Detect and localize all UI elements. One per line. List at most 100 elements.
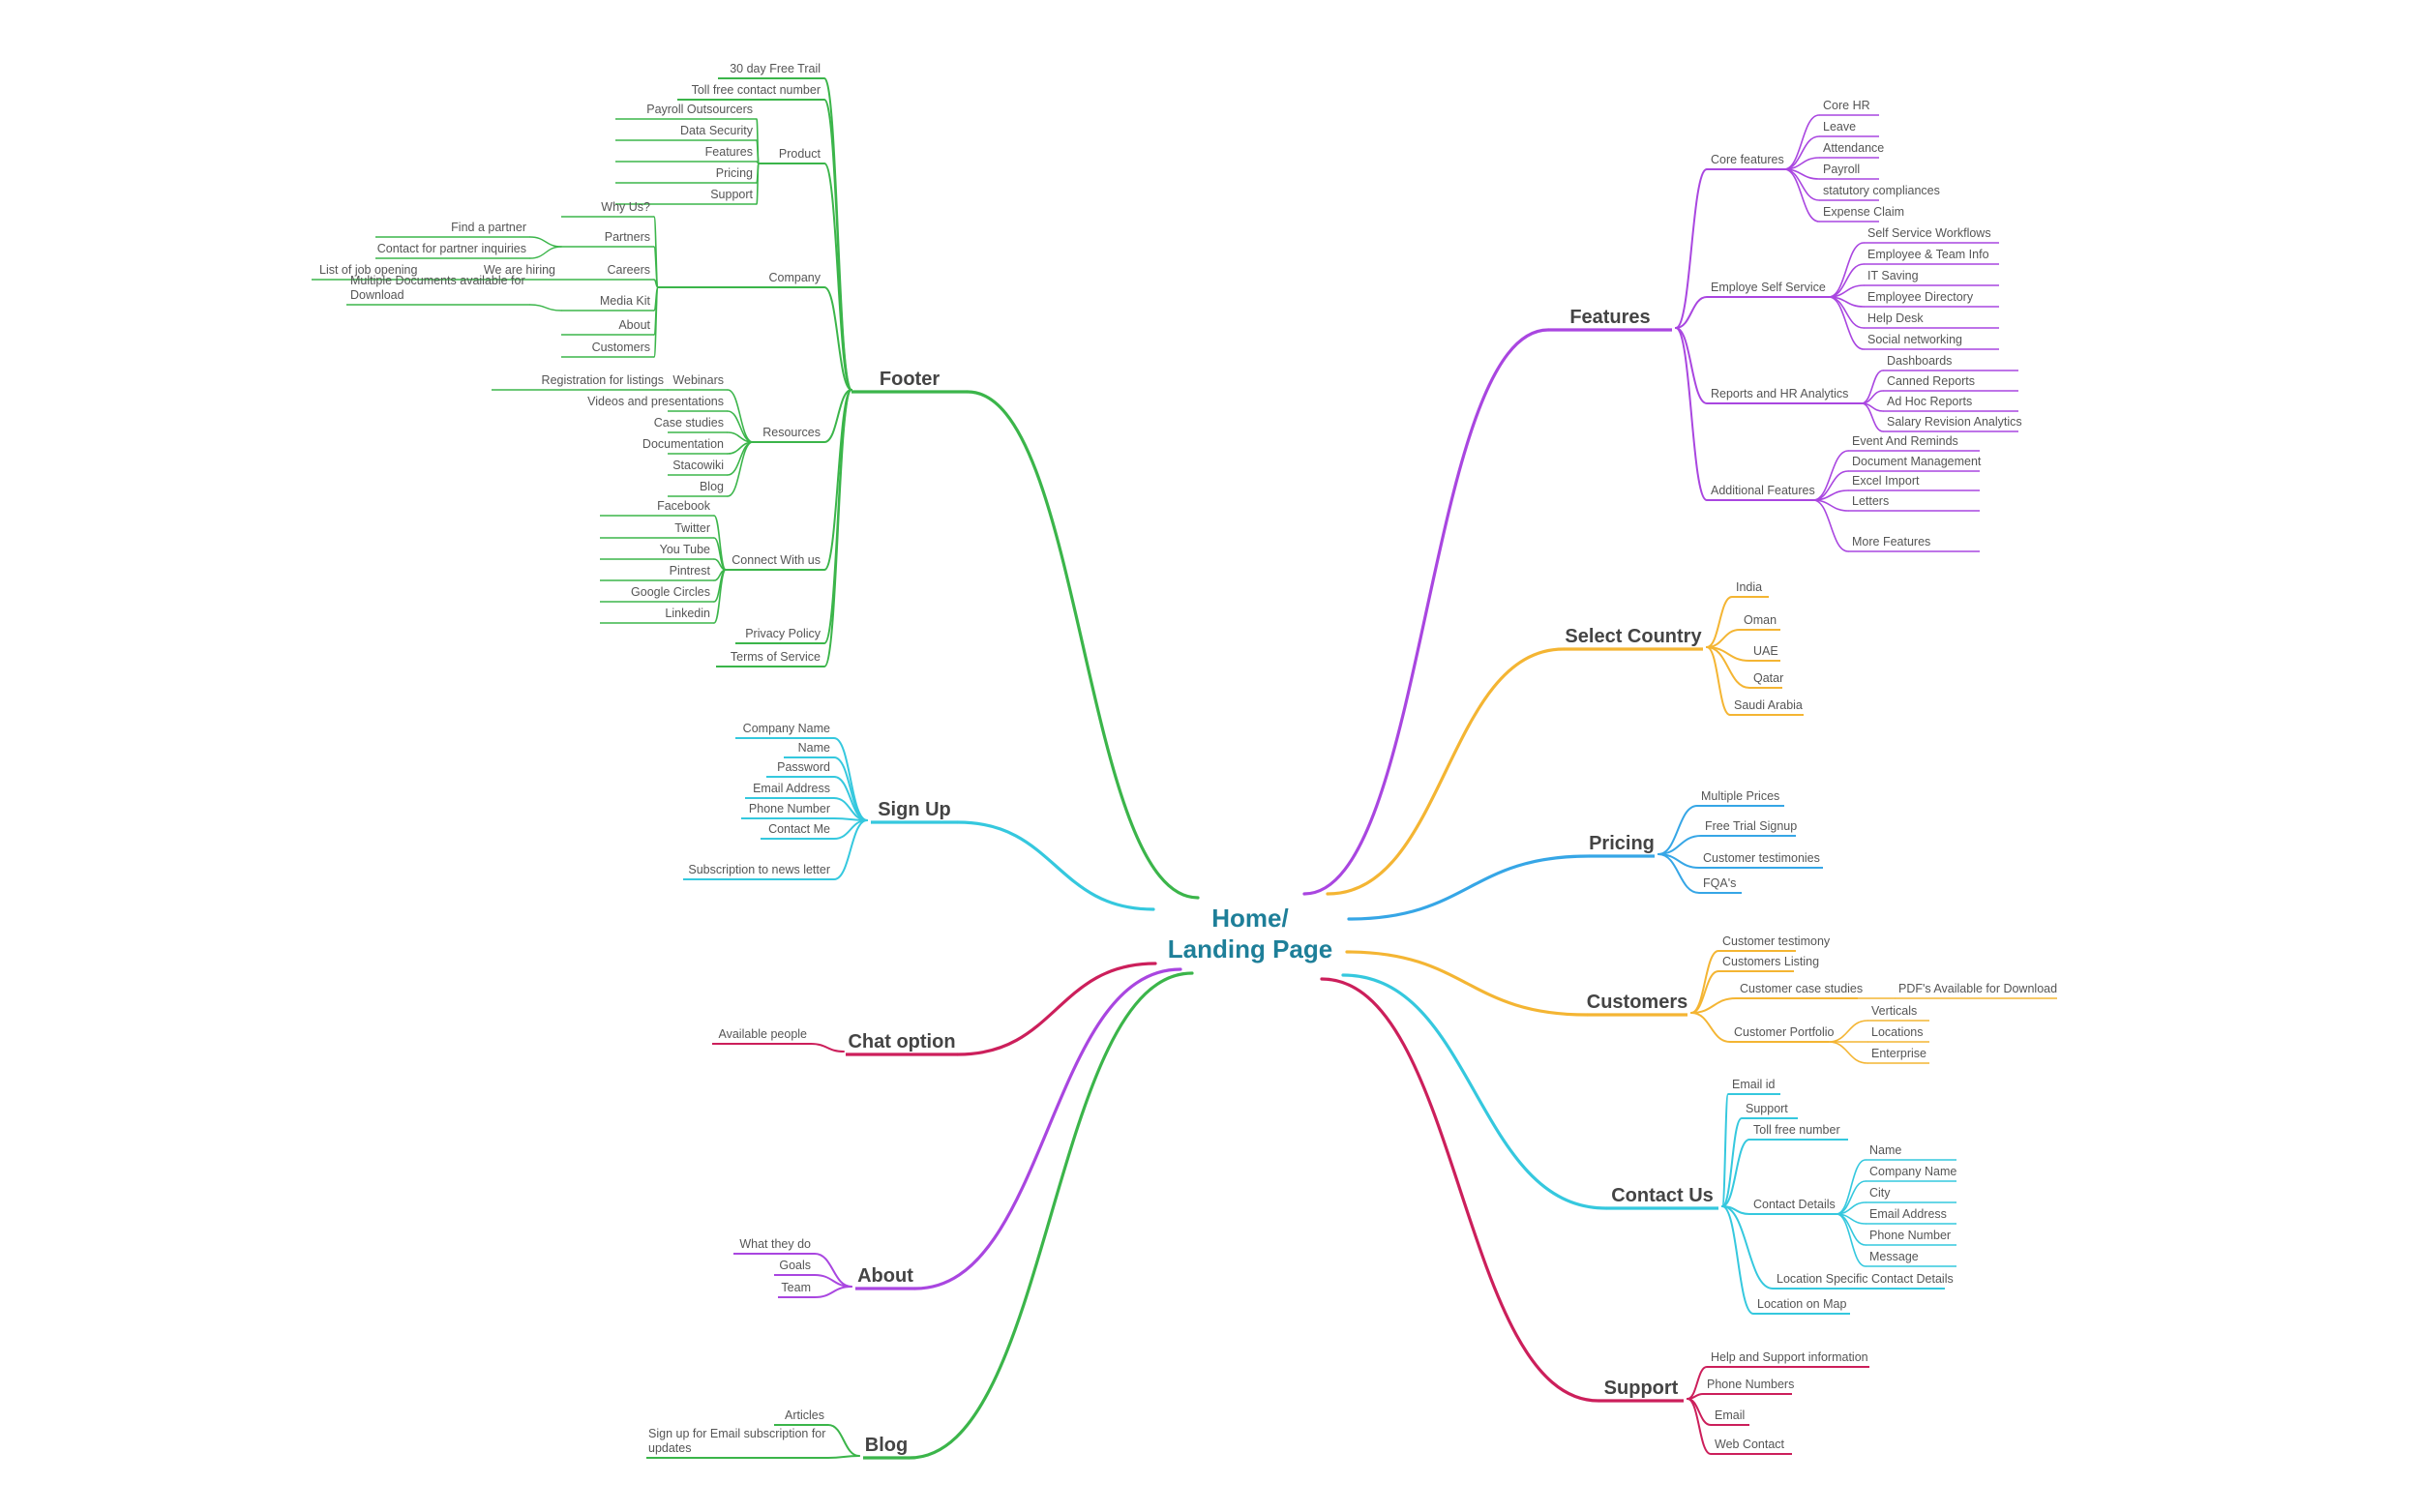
branch-sign-up-item-subscription-to-news-letter-label[interactable]: Subscription to news letter [688,863,830,876]
branch-footer-item-company-sub-media-kit-sub-multiple-documents-available-for-label[interactable]: Multiple Documents available for [350,274,525,287]
branch-features-item-additional-features-sub-document-management-label[interactable]: Document Management [1852,455,1982,468]
branch-features-item-employe-self-service-sub-employee-team-info-label[interactable]: Employee & Team Info [1867,248,1989,261]
branch-footer-item-company-sub-careers-sub-we-are-hiring-label[interactable]: We are hiring [484,263,555,277]
branch-support-item-web-contact-label[interactable]: Web Contact [1715,1438,1785,1451]
branch-select-country-item-qatar-label[interactable]: Qatar [1753,671,1783,685]
branch-footer-item-company-label[interactable]: Company [769,271,821,284]
branch-sign-up-item-email-address-label[interactable]: Email Address [753,782,830,795]
branch-features-item-additional-features-sub-more-features-label[interactable]: More Features [1852,535,1930,548]
branch-pricing-item-free-trial-signup-label[interactable]: Free Trial Signup [1705,819,1797,833]
branch-features-item-additional-features-sub-event-and-reminds-label[interactable]: Event And Reminds [1852,434,1958,448]
branch-features-label[interactable]: Features [1569,307,1650,328]
branch-sign-up-item-password-label[interactable]: Password [777,760,830,774]
branch-customers-item-customer-portfolio-sub-verticals-label[interactable]: Verticals [1871,1004,1917,1018]
branch-select-country-item-saudi-arabia-label[interactable]: Saudi Arabia [1734,698,1803,712]
branch-footer-item-toll-free-contact-number-label[interactable]: Toll free contact number [692,83,821,97]
branch-select-country-item-oman-label[interactable]: Oman [1744,613,1777,627]
branch-features-item-core-features-sub-leave-label[interactable]: Leave [1823,120,1856,133]
branch-features-item-employe-self-service-sub-it-saving-label[interactable]: IT Saving [1867,269,1919,282]
branch-footer-item-connect-with-us-label[interactable]: Connect With us [732,553,821,567]
branch-footer-item-resources-label[interactable]: Resources [762,426,821,439]
branch-select-country-item-india-label[interactable]: India [1736,580,1762,594]
branch-about-item-what-they-do-label[interactable]: What they do [739,1237,811,1251]
branch-footer-item-company-sub-partners-sub-contact-for-partner-inquiries-label[interactable]: Contact for partner inquiries [377,242,526,255]
branch-footer-item-company-sub-partners-label[interactable]: Partners [605,230,650,244]
branch-contact-us-item-contact-details-sub-message-label[interactable]: Message [1869,1250,1919,1263]
branch-support-item-email-label[interactable]: Email [1715,1408,1745,1422]
branch-features-item-core-features-sub-statutory-compliances-label[interactable]: statutory compliances [1823,184,1940,197]
branch-select-country-item-uae-label[interactable]: UAE [1753,644,1778,658]
branch-footer-item-company-sub-customers-label[interactable]: Customers [592,341,650,354]
branch-contact-us-item-contact-details-sub-email-address-label[interactable]: Email Address [1869,1207,1947,1221]
branch-support-label[interactable]: Support [1604,1378,1679,1399]
branch-features-item-employe-self-service-label[interactable]: Employe Self Service [1711,281,1826,294]
branch-footer-item-connect-with-us-sub-twitter-label[interactable]: Twitter [674,521,710,535]
branch-pricing-label[interactable]: Pricing [1589,833,1655,854]
branch-support-item-phone-numbers-label[interactable]: Phone Numbers [1707,1378,1794,1391]
branch-pricing-item-customer-testimonies-label[interactable]: Customer testimonies [1703,851,1820,865]
branch-sign-up-item-name-label[interactable]: Name [798,741,830,755]
branch-support-item-help-and-support-information-label[interactable]: Help and Support information [1711,1350,1868,1364]
branch-footer-item-company-sub-why-us-label[interactable]: Why Us? [601,200,650,214]
branch-about-item-goals-label[interactable]: Goals [779,1259,811,1272]
branch-footer-item-product-sub-support-label[interactable]: Support [710,188,753,201]
branch-contact-us-item-location-specific-contact-details-label[interactable]: Location Specific Contact Details [1777,1272,1954,1286]
branch-customers-item-customer-case-studies-label[interactable]: Customer case studies [1740,982,1863,995]
branch-footer-item-connect-with-us-sub-google-circles-label[interactable]: Google Circles [631,585,710,599]
branch-sign-up-item-contact-me-label[interactable]: Contact Me [768,822,830,836]
branch-contact-us-item-location-on-map-label[interactable]: Location on Map [1757,1297,1846,1311]
branch-features-item-reports-and-hr-analytics-sub-ad-hoc-reports-label[interactable]: Ad Hoc Reports [1887,395,1972,408]
branch-features-item-core-features-sub-core-hr-label[interactable]: Core HR [1823,99,1870,112]
branch-footer-item-resources-sub-documentation-label[interactable]: Documentation [642,437,724,451]
branch-footer-item-resources-sub-case-studies-label[interactable]: Case studies [654,416,724,430]
branch-footer-item-resources-sub-webinars-label[interactable]: Webinars [672,373,724,387]
branch-footer-item-product-sub-payroll-outsourcers-label[interactable]: Payroll Outsourcers [646,103,753,116]
branch-features-item-reports-and-hr-analytics-label[interactable]: Reports and HR Analytics [1711,387,1848,400]
branch-features-item-additional-features-sub-excel-import-label[interactable]: Excel Import [1852,474,1920,488]
branch-contact-us-item-contact-details-sub-city-label[interactable]: City [1869,1186,1891,1200]
branch-features-item-employe-self-service-sub-self-service-workflows-label[interactable]: Self Service Workflows [1867,226,1991,240]
branch-customers-item-customer-case-studies-sub-pdf-s-available-for-download-label[interactable]: PDF's Available for Download [1898,982,2057,995]
branch-footer-item-company-sub-careers-sub-list-of-job-opening-label[interactable]: List of job opening [319,263,418,277]
branch-contact-us-item-contact-details-sub-phone-number-label[interactable]: Phone Number [1869,1229,1951,1242]
branch-footer-item-resources-sub-blog-label[interactable]: Blog [700,480,724,493]
branch-chat-option-item-available-people-label[interactable]: Available people [718,1027,807,1041]
branch-footer-item-product-label[interactable]: Product [779,147,821,161]
branch-about-label[interactable]: About [857,1265,913,1287]
branch-customers-item-customer-testimony-label[interactable]: Customer testimony [1722,934,1831,948]
root-node-line2[interactable]: Landing Page [1168,934,1332,964]
branch-contact-us-item-email-id-label[interactable]: Email id [1732,1078,1776,1091]
branch-features-item-additional-features-label[interactable]: Additional Features [1711,484,1815,497]
branch-footer-item-company-sub-careers-label[interactable]: Careers [608,263,650,277]
branch-footer-item-resources-sub-webinars-sub-registration-for-listings-label[interactable]: Registration for listings [542,373,664,387]
branch-footer-label[interactable]: Footer [880,369,940,390]
branch-footer-item-resources-sub-videos-and-presentations-label[interactable]: Videos and presentations [587,395,724,408]
branch-contact-us-label[interactable]: Contact Us [1611,1185,1714,1206]
branch-footer-item-company-sub-media-kit-label[interactable]: Media Kit [600,294,651,308]
branch-features-item-core-features-sub-expense-claim-label[interactable]: Expense Claim [1823,205,1904,219]
branch-features-item-employe-self-service-sub-help-desk-label[interactable]: Help Desk [1867,311,1924,325]
branch-features-item-core-features-sub-attendance-label[interactable]: Attendance [1823,141,1884,155]
branch-footer-item-product-sub-features-label[interactable]: Features [705,145,753,159]
root-node-line1[interactable]: Home/ [1211,904,1288,933]
branch-footer-item-company-sub-about-label[interactable]: About [618,318,650,332]
branch-contact-us-item-support-label[interactable]: Support [1746,1102,1788,1115]
branch-contact-us-item-contact-details-sub-company-name-label[interactable]: Company Name [1869,1165,1956,1178]
branch-footer-item-resources-sub-stacowiki-label[interactable]: Stacowiki [672,459,724,472]
branch-features-item-additional-features-sub-letters-label[interactable]: Letters [1852,494,1889,508]
branch-blog-item-sign-up-for-email-subscription-for-label[interactable]: Sign up for Email subscription for [648,1427,825,1440]
branch-footer-item-connect-with-us-sub-linkedin-label[interactable]: Linkedin [665,607,710,620]
branch-features-item-reports-and-hr-analytics-sub-dashboards-label[interactable]: Dashboards [1887,354,1952,368]
branch-features-item-reports-and-hr-analytics-sub-canned-reports-label[interactable]: Canned Reports [1887,374,1975,388]
branch-footer-item-terms-of-service-label[interactable]: Terms of Service [731,650,821,664]
branch-features-item-reports-and-hr-analytics-sub-salary-revision-analytics-label[interactable]: Salary Revision Analytics [1887,415,2022,429]
branch-contact-us-item-toll-free-number-label[interactable]: Toll free number [1753,1123,1840,1137]
branch-sign-up-item-company-name-label[interactable]: Company Name [743,722,830,735]
branch-features-item-core-features-label[interactable]: Core features [1711,153,1784,166]
branch-footer-item-connect-with-us-sub-you-tube-label[interactable]: You Tube [660,543,710,556]
branch-customers-item-customer-portfolio-sub-locations-label[interactable]: Locations [1871,1025,1924,1039]
branch-blog-item-sign-up-for-email-subscription-for-label-line2[interactable]: updates [648,1441,691,1455]
branch-features-item-employe-self-service-sub-employee-directory-label[interactable]: Employee Directory [1867,290,1974,304]
branch-pricing-item-multiple-prices-label[interactable]: Multiple Prices [1701,789,1779,803]
branch-select-country-label[interactable]: Select Country [1565,626,1702,647]
